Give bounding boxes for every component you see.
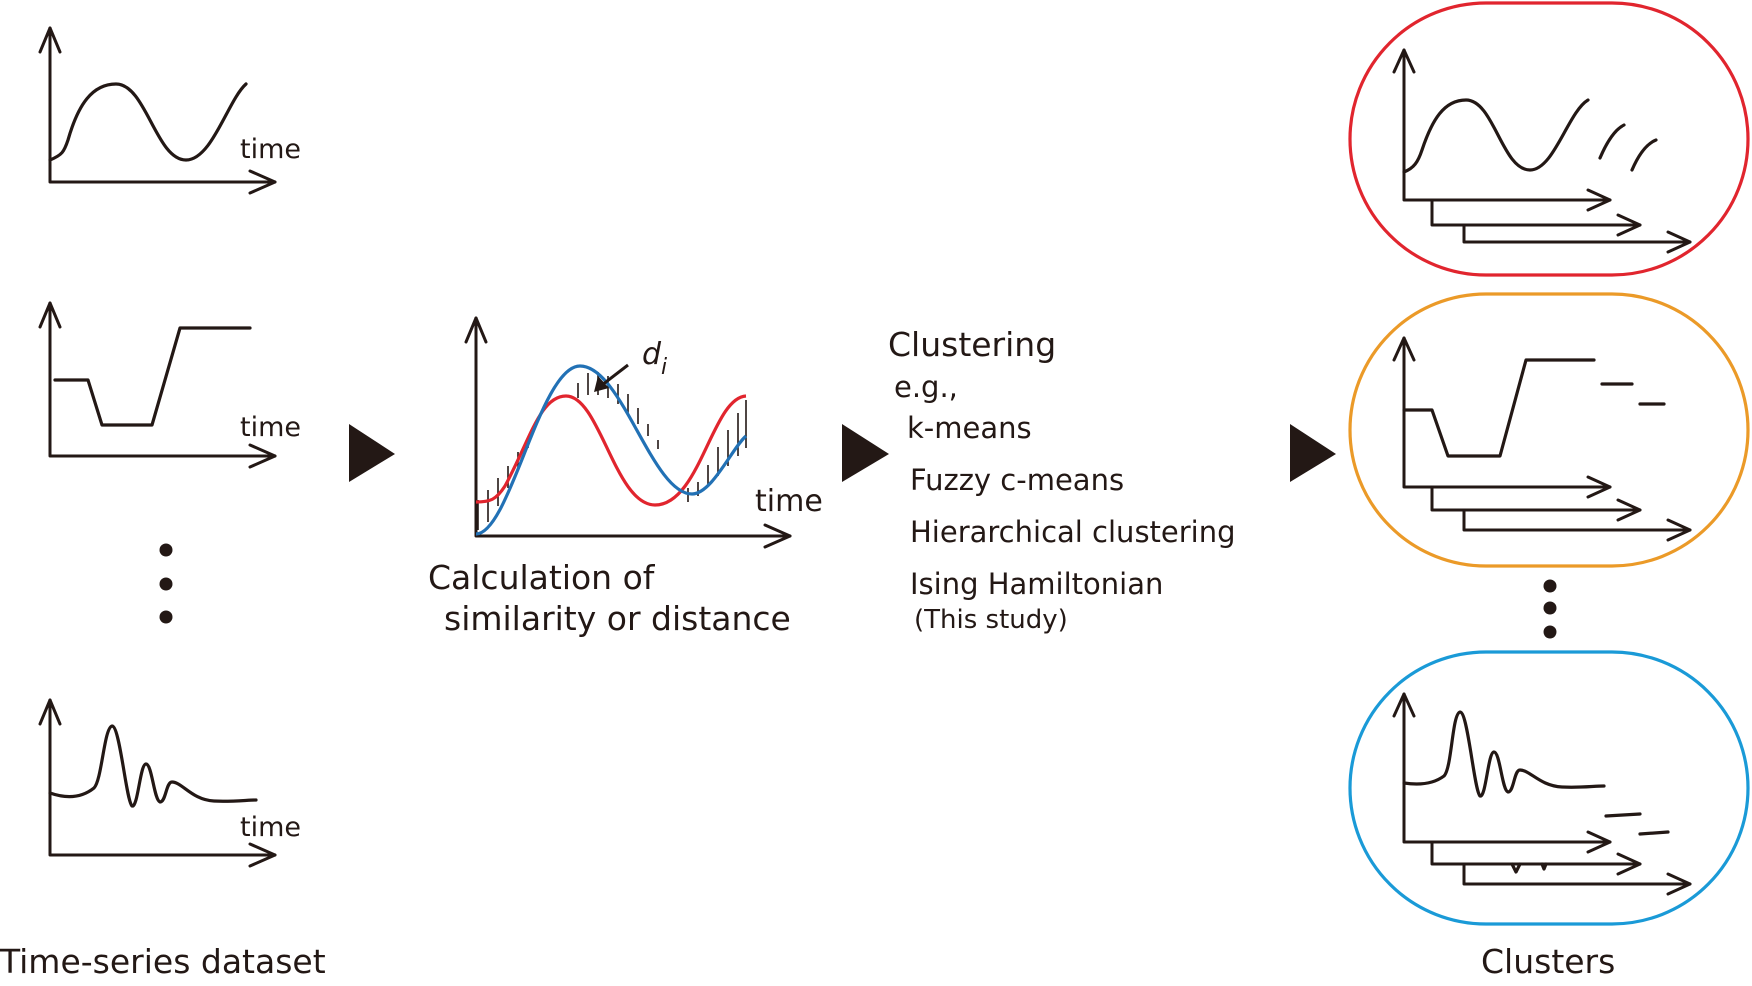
similarity-plot: di time (464, 316, 823, 549)
arrow-right-icon (1290, 424, 1336, 482)
ellipsis-vertical-icon (159, 543, 173, 624)
cluster-step (1348, 292, 1750, 568)
cluster-sine (1348, 1, 1750, 277)
plot-axes (48, 26, 277, 184)
distance-label: di (642, 337, 667, 380)
method-fuzzy-c-means: Fuzzy c-means (910, 463, 1124, 497)
y-axis-arrowhead (464, 316, 488, 344)
dataset-plot-step: time (38, 301, 301, 469)
distance-pointer-arrow (601, 363, 629, 387)
reference-series-curve (475, 394, 747, 507)
clustering-eg: e.g., (894, 370, 958, 404)
method-hierarchical: Hierarchical clustering (910, 515, 1236, 549)
similarity-caption-line1: Calculation of (428, 558, 656, 597)
method-ising-hamiltonian: Ising Hamiltonian (910, 567, 1163, 601)
damped-oscillation-curve (1402, 710, 1606, 798)
method-note: (This study) (914, 605, 1068, 635)
arrow-right-icon (349, 424, 395, 482)
arrow-right-icon (842, 424, 889, 482)
x-axis-arrowhead (248, 169, 277, 195)
cluster-outline (1348, 292, 1750, 568)
plot-axes (48, 698, 277, 857)
cluster-damped (1348, 650, 1750, 926)
damped-oscillation-curve (48, 724, 258, 808)
similarity-caption-line2: similarity or distance (444, 599, 791, 638)
y-axis-arrowhead (38, 698, 62, 726)
y-axis-arrowhead (38, 301, 62, 329)
step-curve (53, 326, 252, 427)
ellipsis-vertical-icon (1543, 579, 1557, 639)
sine-curve (1402, 98, 1590, 174)
compared-series-curve (475, 364, 748, 536)
time-axis-label: time (240, 134, 301, 165)
clustering-methods: Clustering e.g., k-means Fuzzy c-means H… (888, 325, 1236, 635)
dataset-plot-sine: time (38, 26, 301, 195)
cluster-outline (1348, 650, 1750, 926)
time-axis-label: time (240, 812, 301, 843)
y-axis-arrowhead (38, 26, 62, 54)
dataset-caption: Time-series dataset (0, 942, 326, 981)
clusters-caption: Clusters (1481, 942, 1615, 981)
method-k-means: k-means (907, 411, 1032, 445)
distance-pointer-arrowhead (594, 376, 609, 392)
cluster-outline (1348, 1, 1750, 277)
dataset-plot-damped: time (38, 698, 301, 868)
x-axis-arrowhead (763, 523, 792, 549)
sine-curve (48, 82, 248, 162)
plot-axes (474, 316, 792, 538)
time-axis-label: time (240, 412, 301, 443)
clustering-title: Clustering (888, 325, 1056, 364)
x-axis-arrowhead (248, 842, 277, 868)
distance-subscript: i (661, 355, 667, 380)
plot-axes (48, 301, 277, 458)
x-axis-arrowhead (248, 443, 277, 469)
step-curve (1402, 358, 1596, 458)
time-axis-label: time (755, 484, 823, 519)
